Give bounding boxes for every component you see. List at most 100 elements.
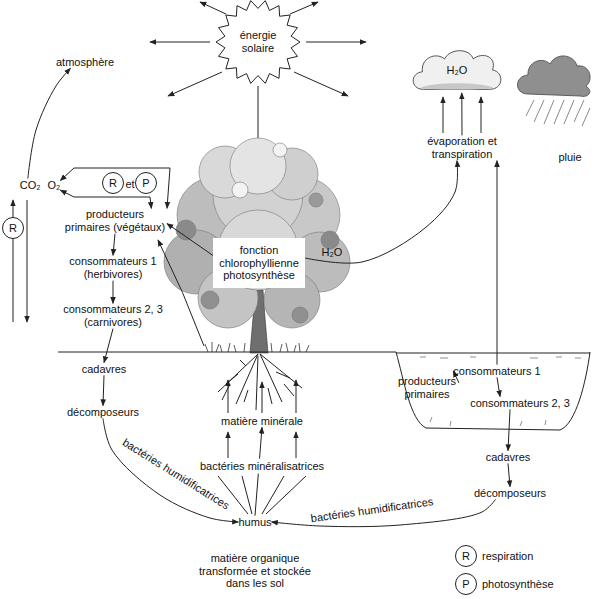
node-text: R xyxy=(9,222,17,235)
node-text: P xyxy=(142,177,149,190)
trophic-level: consommateurs 1 (herbivores) xyxy=(61,255,165,280)
rain-drop xyxy=(534,100,544,122)
node-text: évaporation et transpiration xyxy=(412,135,512,160)
flow-arrow xyxy=(508,409,510,450)
rain-lines xyxy=(526,100,590,126)
foliage-light xyxy=(232,182,248,198)
symbol-circle: P xyxy=(135,172,157,194)
node-text: cadavres xyxy=(486,451,531,464)
node-text: consommateurs 2, 3 (carnivores) xyxy=(61,303,165,328)
tree-crown xyxy=(164,138,350,328)
respiration-line xyxy=(27,200,28,322)
circle-outline xyxy=(456,546,477,567)
circle-outline xyxy=(3,218,24,239)
node-text: cadavres xyxy=(82,363,127,376)
legend-entry: photosynthèse xyxy=(482,578,554,591)
circle-outline xyxy=(456,574,477,595)
cloud-shade xyxy=(421,83,494,89)
symbol-circle: R xyxy=(102,172,124,194)
node-text: atmosphère xyxy=(56,56,114,69)
edge-label: bactéries humidificatrices xyxy=(310,495,434,525)
node-text: O₂ xyxy=(47,179,60,192)
flow-arrow xyxy=(461,93,462,135)
evaporation-arrow xyxy=(443,97,444,133)
gas-label: CO₂ O₂ xyxy=(20,179,61,192)
cloud-node: H₂O xyxy=(409,47,505,93)
plant-arrow xyxy=(158,240,204,346)
rain-drop xyxy=(544,100,554,124)
soil-label: matière minérale xyxy=(221,415,303,428)
trophic-level: producteurs primaires xyxy=(395,375,459,400)
foliage-shadow xyxy=(292,307,308,323)
circle-outline xyxy=(103,173,124,194)
node-text: humus xyxy=(238,516,271,529)
atmosphere-label: atmosphère xyxy=(56,56,114,69)
symbol-circle: R xyxy=(2,217,24,239)
sun-node: énergie solaire xyxy=(212,0,304,85)
weather-label: pluie xyxy=(558,151,581,164)
tree-roots xyxy=(218,354,302,410)
circle-outline xyxy=(136,173,157,194)
trophic-level: décomposeurs xyxy=(474,487,546,500)
rain-drop xyxy=(564,100,574,124)
mineral-arrow xyxy=(296,432,297,458)
node-text: énergie solaire xyxy=(232,29,284,54)
rain-cloud xyxy=(518,56,591,96)
connector-word: et xyxy=(125,178,134,191)
edge-label: bactéries humidificatrices xyxy=(120,436,231,512)
node-text: R xyxy=(109,177,117,190)
node-text: R xyxy=(462,550,470,563)
uptake-arrow xyxy=(228,380,229,413)
edge-label: H₂O xyxy=(322,246,343,259)
trophic-level: cadavres xyxy=(82,363,127,376)
rain-drop xyxy=(526,100,534,116)
flow-arrow xyxy=(60,168,170,208)
flow-arrow xyxy=(113,281,114,304)
sun-ray xyxy=(258,86,259,146)
flow-arrow xyxy=(497,161,498,365)
trophic-level: consommateurs 2, 3 (carnivores) xyxy=(61,303,165,328)
soil-label: humus xyxy=(238,516,271,529)
water-surface xyxy=(396,353,590,354)
flow-arrow xyxy=(305,161,458,264)
trophic-level: consommateurs 1 xyxy=(453,365,540,378)
legend-text: respiration xyxy=(482,550,533,563)
flow-arrow xyxy=(113,234,115,256)
trophic-level: producteurs primaires (végétaux) xyxy=(63,208,167,233)
node-text: décomposeurs xyxy=(67,406,139,419)
flow-arrow xyxy=(508,463,510,486)
flow-arrow xyxy=(167,224,213,256)
node-text: producteurs primaires xyxy=(395,375,459,400)
node-text: P xyxy=(462,578,469,591)
sun-ray xyxy=(168,72,222,96)
uptake-arrow xyxy=(296,380,297,413)
node-text: fonction chlorophyllienne photosynthèse xyxy=(213,244,305,282)
sun-ray xyxy=(150,42,210,43)
legend-symbol: R xyxy=(455,545,477,567)
flow-arrow xyxy=(104,329,113,363)
sun-ray xyxy=(200,2,226,14)
evaporation-arrow xyxy=(481,97,482,133)
sun-ray xyxy=(294,72,348,96)
flow-arrows xyxy=(13,97,481,514)
node-text: décomposeurs xyxy=(474,487,546,500)
rain-drop xyxy=(554,100,564,124)
foliage-shadow xyxy=(201,291,219,309)
legend-text: photosynthèse xyxy=(482,578,554,591)
trophic-level: cadavres xyxy=(486,451,531,464)
trophic-level: consommateurs 2, 3 xyxy=(470,397,570,410)
soil-note: matière organique transformée et stockée… xyxy=(198,552,313,590)
cloud-outline xyxy=(413,51,501,90)
flow-arrow xyxy=(497,377,500,396)
flow-arrow xyxy=(103,375,104,405)
node-text: consommateurs 1 (herbivores) xyxy=(61,255,165,280)
node-text: CO₂ xyxy=(20,179,41,192)
edge-label: bactéries minéralisatrices xyxy=(197,459,327,474)
legend-symbol: P xyxy=(455,573,477,595)
uptake-arrow xyxy=(262,382,263,413)
sun-outline xyxy=(216,1,300,84)
ground-line xyxy=(58,352,396,353)
